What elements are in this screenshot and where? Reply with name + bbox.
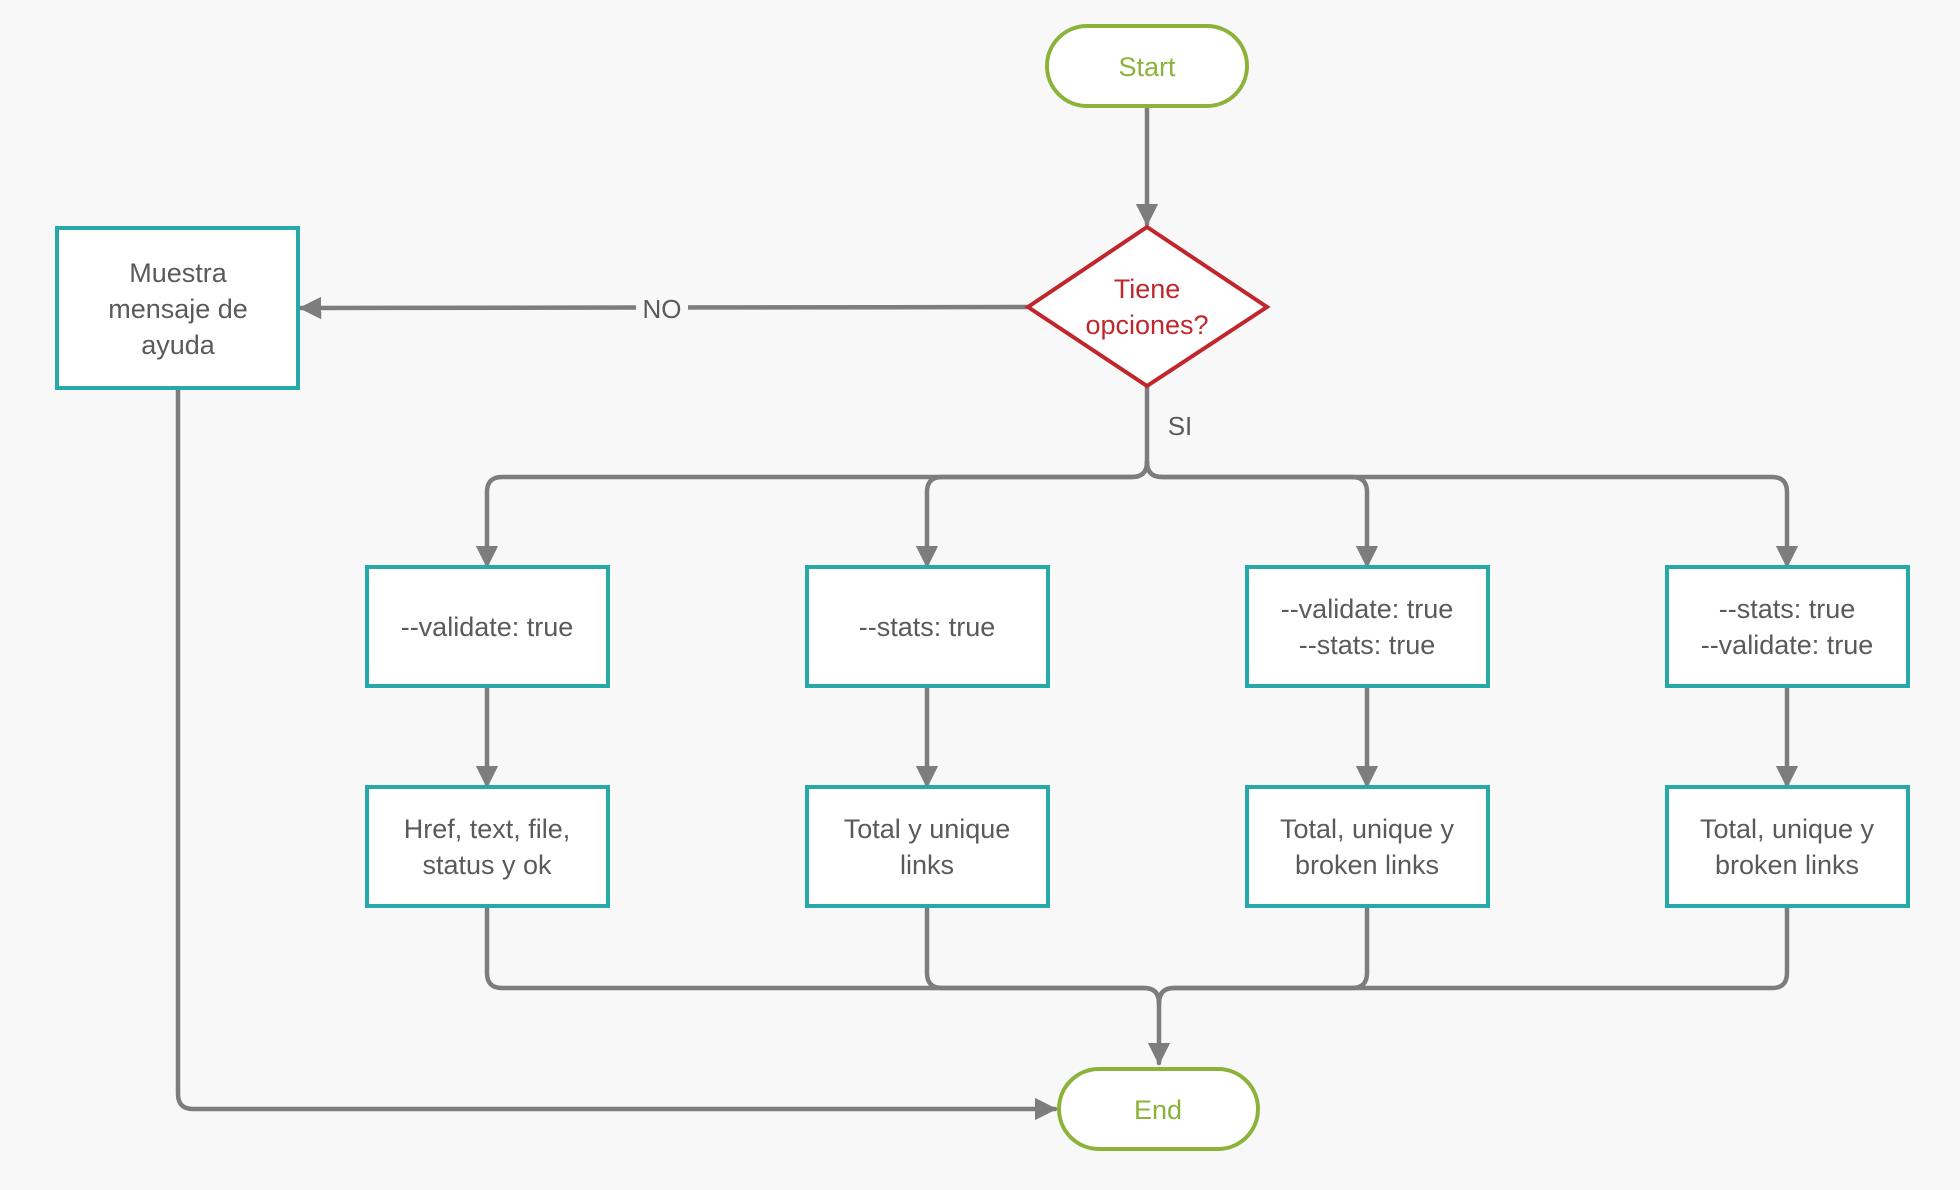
node-help-line1: Muestra xyxy=(129,258,228,288)
node-res2-line1: Total y unique xyxy=(844,814,1011,844)
node-res1-line1: Href, text, file, xyxy=(404,814,571,844)
node-res4-line1: Total, unique y xyxy=(1700,814,1875,844)
node-decision-line1: Tiene xyxy=(1114,274,1181,304)
node-opt2-line1: --stats: true xyxy=(859,612,996,642)
node-start-label: Start xyxy=(1118,52,1176,82)
node-start[interactable]: Start xyxy=(1045,24,1249,108)
node-decision[interactable]: Tiene opciones? xyxy=(1024,224,1271,389)
node-res2[interactable]: Total y unique links xyxy=(805,785,1050,908)
node-res2-line2: links xyxy=(900,850,954,880)
node-help-line2: mensaje de xyxy=(108,294,248,324)
node-opt3[interactable]: --validate: true --stats: true xyxy=(1245,565,1490,688)
edge-res1-to-end xyxy=(484,904,1171,1066)
node-res3[interactable]: Total, unique y broken links xyxy=(1245,785,1490,908)
node-help-line3: ayuda xyxy=(141,330,216,360)
node-opt1-line1: --validate: true xyxy=(401,612,574,642)
node-opt4[interactable]: --stats: true --validate: true xyxy=(1665,565,1910,688)
edge-label-si: SI xyxy=(1168,411,1193,441)
node-opt4-line1: --stats: true xyxy=(1719,594,1856,624)
node-opt3-line2: --stats: true xyxy=(1299,630,1436,660)
node-end[interactable]: End xyxy=(1057,1067,1260,1151)
node-opt4-line2: --validate: true xyxy=(1701,630,1874,660)
edge-res2-to-end xyxy=(924,904,1162,1006)
node-res4[interactable]: Total, unique y broken links xyxy=(1665,785,1910,908)
node-opt3-line1: --validate: true xyxy=(1281,594,1454,624)
edge-label-si-text: SI xyxy=(1168,411,1193,441)
node-res1[interactable]: Href, text, file, status y ok xyxy=(365,785,610,908)
edge-decision-to-opt2 xyxy=(915,459,1150,569)
node-res4-line2: broken links xyxy=(1715,850,1859,880)
node-help[interactable]: Muestra mensaje de ayuda xyxy=(55,226,300,390)
edge-res4-to-end xyxy=(1156,904,1790,1006)
node-opt2[interactable]: --stats: true xyxy=(805,565,1050,688)
node-res1-line2: status y ok xyxy=(422,850,552,880)
edge-label-no: NO xyxy=(636,290,688,326)
node-res3-line1: Total, unique y xyxy=(1280,814,1455,844)
edge-decision-to-opt4 xyxy=(1144,459,1799,569)
edge-help-to-end xyxy=(175,386,1058,1121)
connectors xyxy=(175,105,1799,1121)
node-res3-line2: broken links xyxy=(1295,850,1439,880)
node-end-label: End xyxy=(1134,1095,1182,1125)
node-opt1[interactable]: --validate: true xyxy=(365,565,610,688)
edge-label-no-text: NO xyxy=(643,294,682,324)
node-decision-line2: opciones? xyxy=(1085,310,1208,340)
